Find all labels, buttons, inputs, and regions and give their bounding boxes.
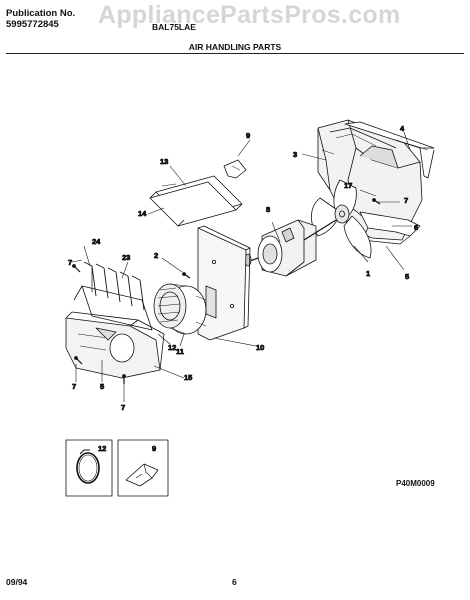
drawing-code: P40M0009: [396, 479, 435, 488]
callout-24: 24: [92, 237, 101, 246]
inset-label-12: 12: [98, 444, 106, 453]
louver-assembly: [73, 261, 153, 331]
inset-box-clamp: 12: [65, 439, 113, 497]
callout-13: 13: [160, 157, 168, 166]
footer-date: 09/94: [6, 577, 28, 587]
publication-label: Publication No.: [6, 8, 76, 19]
callout-7d: 7: [121, 403, 125, 412]
watermark: AppliancePartsPros.com: [98, 1, 401, 29]
fan-blade: [311, 179, 372, 259]
callout-8: 8: [266, 205, 270, 214]
callout-14: 14: [138, 209, 147, 218]
callout-3: 3: [293, 150, 297, 159]
fan-motor: [235, 219, 337, 277]
callout-4: 4: [400, 124, 405, 133]
callout-7b: 7: [68, 258, 72, 267]
publication-number: 5995772845: [6, 19, 59, 30]
callout-9: 9: [246, 131, 250, 140]
inset-label-9: 9: [152, 444, 156, 453]
air-filter: [149, 175, 243, 227]
blower-wheel: [153, 283, 207, 335]
section-title: AIR HANDLING PARTS: [188, 42, 282, 52]
model-number: BAL75LAE: [152, 22, 196, 32]
callout-7a: 7: [404, 196, 408, 205]
callout-2: 2: [154, 251, 158, 260]
callout-12: 12: [168, 343, 176, 352]
leader-lines: [71, 131, 412, 402]
callout-17: 17: [344, 181, 352, 190]
callout-5a: 5: [405, 272, 409, 281]
footer-page-number: 6: [232, 577, 237, 587]
callout-11: 11: [176, 347, 184, 356]
inset-box-bracket: 9: [117, 439, 169, 497]
filter-bracket: [223, 159, 247, 179]
top-strap: [344, 121, 435, 179]
callout-6: 6: [414, 223, 418, 232]
bulkhead-panel: [197, 225, 251, 341]
lower-scroll-housing: [65, 311, 165, 379]
title-rule: [6, 53, 464, 54]
callout-5b: 5: [100, 382, 104, 391]
callout-15: 15: [184, 373, 192, 382]
callout-1: 1: [366, 269, 370, 278]
callout-labels: 1 2 3 4 5 5 6 7 7 7 7 8 9 10 11 12 13 14…: [68, 124, 419, 413]
callout-10: 10: [256, 343, 264, 352]
callout-23: 23: [122, 253, 130, 262]
callout-7c: 7: [72, 382, 76, 391]
